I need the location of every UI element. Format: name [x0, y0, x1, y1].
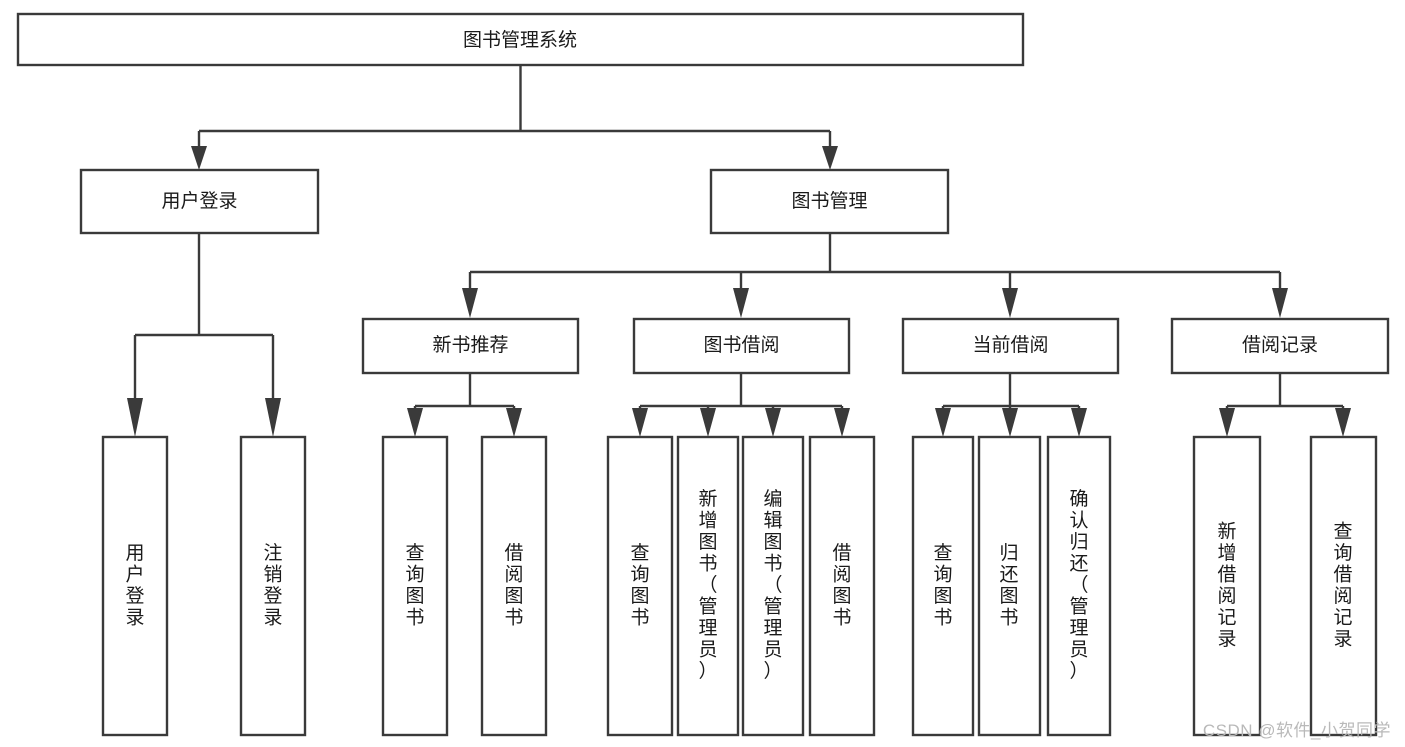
node-current-borrow[interactable]: 当前借阅: [901, 317, 1120, 375]
node-new-book-recommend[interactable]: 新书推荐: [361, 317, 580, 375]
node-leaf-confirm-return[interactable]: 确认归还（管理员）: [1046, 435, 1112, 737]
node-leaf-confirm-return-label: 确认归还（管理员）: [1069, 488, 1088, 682]
node-leaf-borrow-book-1[interactable]: 借阅图书: [480, 435, 548, 737]
node-leaf-query-book-3-box[interactable]: [911, 435, 975, 737]
arrow-head-leaf-add-record: [1219, 408, 1235, 437]
node-leaf-add-book-box[interactable]: [676, 435, 740, 737]
node-leaf-add-record-box[interactable]: [1192, 435, 1262, 737]
node-leaf-borrow-book-1-label: 借阅图书: [504, 542, 523, 629]
edge-group-root: [191, 65, 838, 170]
node-book-management-box[interactable]: [709, 168, 950, 235]
node-borrow-record-box[interactable]: [1170, 317, 1390, 375]
node-leaf-borrow-book-2[interactable]: 借阅图书: [808, 435, 876, 737]
node-leaf-user-login-box[interactable]: [101, 435, 169, 737]
node-leaf-borrow-book-2-label: 借阅图书: [832, 542, 851, 629]
edge-group-current-borrow: [935, 373, 1087, 437]
node-leaf-query-book-1-box[interactable]: [381, 435, 449, 737]
arrow-head-leaf-query-book-2: [632, 408, 648, 437]
arrow-head-leaf-return-book: [1002, 408, 1018, 437]
node-user-login-box[interactable]: [79, 168, 320, 235]
arrow-head-leaf-edit-book: [765, 408, 781, 437]
node-current-borrow-label: 当前借阅: [972, 334, 1048, 356]
arrow-head-leaf-query-book-1: [407, 408, 423, 437]
node-current-borrow-box[interactable]: [901, 317, 1120, 375]
node-leaf-query-book-1-label: 查询图书: [405, 542, 424, 629]
node-leaf-query-record[interactable]: 查询借阅记录: [1309, 435, 1378, 737]
node-leaf-query-record-box[interactable]: [1309, 435, 1378, 737]
arrow-head-new-book-recommend: [462, 288, 478, 318]
node-leaf-user-logout[interactable]: 注销登录: [239, 435, 307, 737]
arrow-head-book-management: [822, 146, 838, 170]
edge-group-borrow-record: [1219, 373, 1351, 437]
node-book-borrow-box[interactable]: [632, 317, 851, 375]
node-leaf-borrow-book-2-box[interactable]: [808, 435, 876, 737]
node-leaf-return-book[interactable]: 归还图书: [977, 435, 1042, 737]
node-borrow-record[interactable]: 借阅记录: [1170, 317, 1390, 375]
arrow-head-book-borrow: [733, 288, 749, 318]
arrow-head-leaf-add-book: [700, 408, 716, 437]
arrow-head-leaf-query-book-3: [935, 408, 951, 437]
node-leaf-query-book-3[interactable]: 查询图书: [911, 435, 975, 737]
arrow-head-leaf-borrow-book-2: [834, 408, 850, 437]
node-leaf-user-logout-label: 注销登录: [263, 542, 282, 629]
arrow-head-leaf-borrow-book-1: [506, 408, 522, 437]
node-leaf-edit-book-box[interactable]: [741, 435, 805, 737]
node-new-book-recommend-label: 新书推荐: [432, 334, 508, 356]
node-root-box[interactable]: [16, 12, 1025, 67]
node-book-management-label: 图书管理: [791, 190, 867, 212]
arrow-head-borrow-record: [1272, 288, 1288, 318]
node-leaf-add-record[interactable]: 新增借阅记录: [1192, 435, 1262, 737]
node-root[interactable]: 图书管理系统: [16, 12, 1025, 67]
node-leaf-user-logout-box[interactable]: [239, 435, 307, 737]
node-root-label: 图书管理系统: [463, 29, 577, 51]
node-user-login-label: 用户登录: [161, 190, 237, 212]
arrow-head-leaf-user-logout: [265, 398, 281, 437]
node-leaf-add-book[interactable]: 新增图书（管理员）: [676, 435, 740, 737]
node-book-borrow-label: 图书借阅: [703, 334, 779, 356]
edge-group-book-management: [462, 233, 1288, 318]
node-leaf-edit-book[interactable]: 编辑图书（管理员）: [741, 435, 805, 737]
edge-group-new-book-recommend: [407, 373, 522, 437]
edge-group-user-login: [127, 233, 281, 437]
arrow-head-leaf-confirm-return: [1071, 408, 1087, 437]
node-leaf-query-book-2-label: 查询图书: [630, 542, 649, 629]
node-new-book-recommend-box[interactable]: [361, 317, 580, 375]
node-book-management[interactable]: 图书管理: [709, 168, 950, 235]
arrow-head-current-borrow: [1002, 288, 1018, 318]
node-leaf-return-book-label: 归还图书: [999, 542, 1018, 629]
node-leaf-edit-book-label: 编辑图书（管理员）: [763, 488, 782, 682]
node-leaf-add-book-label: 新增图书（管理员）: [698, 488, 717, 682]
edge-group-book-borrow: [632, 373, 850, 437]
node-leaf-query-book-2-box[interactable]: [606, 435, 674, 737]
node-book-borrow[interactable]: 图书借阅: [632, 317, 851, 375]
node-leaf-user-login-label: 用户登录: [125, 543, 144, 629]
node-leaf-query-book-3-label: 查询图书: [933, 542, 952, 629]
node-leaf-add-record-label: 新增借阅记录: [1217, 520, 1236, 650]
arrow-head-leaf-query-record: [1335, 408, 1351, 437]
node-borrow-record-label: 借阅记录: [1242, 334, 1318, 356]
node-leaf-user-login[interactable]: 用户登录: [101, 435, 169, 737]
node-user-login[interactable]: 用户登录: [79, 168, 320, 235]
node-leaf-query-book-2[interactable]: 查询图书: [606, 435, 674, 737]
arrow-head-user-login: [191, 146, 207, 170]
node-leaf-query-book-1[interactable]: 查询图书: [381, 435, 449, 737]
node-leaf-return-book-box[interactable]: [977, 435, 1042, 737]
node-leaf-confirm-return-box[interactable]: [1046, 435, 1112, 737]
arrow-head-leaf-user-login: [127, 398, 143, 437]
node-leaf-borrow-book-1-box[interactable]: [480, 435, 548, 737]
node-leaf-query-record-label: 查询借阅记录: [1333, 520, 1352, 650]
